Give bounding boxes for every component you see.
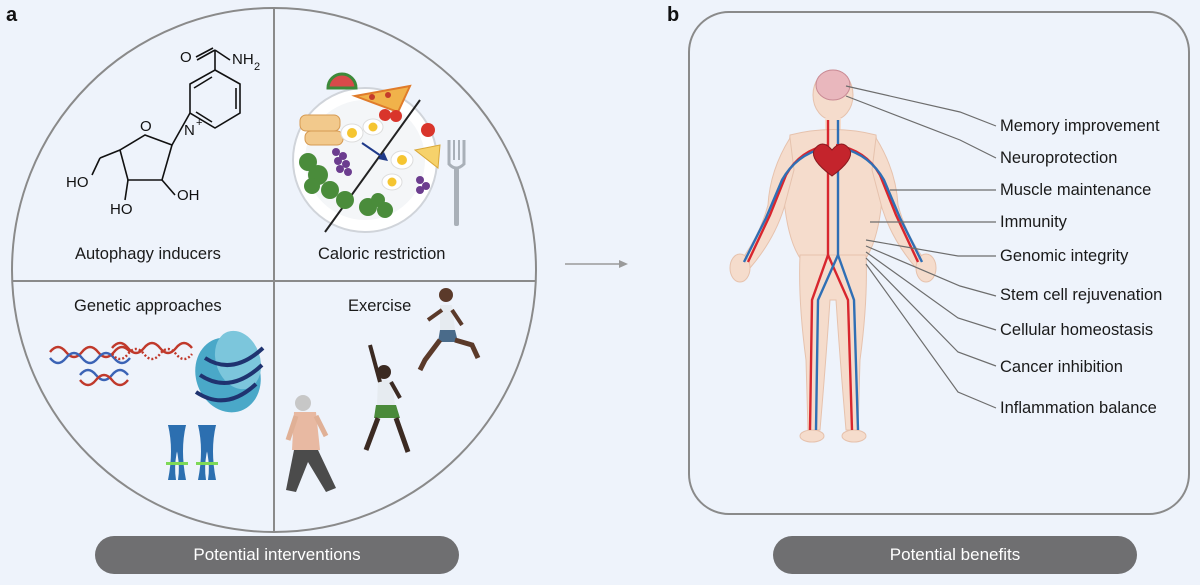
ring-oxygen: O [140, 118, 152, 135]
ring-charge: + [196, 117, 202, 129]
potential-benefits-pill: Potential benefits [773, 536, 1137, 574]
potential-interventions-pill: Potential interventions [95, 536, 459, 574]
amide-subscript: 2 [254, 61, 260, 73]
fork-icon [447, 140, 466, 226]
hydroxyl-bottom: HO [110, 201, 133, 218]
panel-letter-b: b [667, 4, 680, 26]
food-plate-illustration [292, 72, 466, 233]
benefit-genomic-integrity: Genomic integrity [1000, 247, 1129, 265]
interventions-circle [11, 7, 537, 533]
benefit-leader-lines [845, 85, 997, 409]
chromosomes-icon [166, 425, 218, 480]
benefit-muscle-maintenance: Muscle maintenance [1000, 181, 1152, 199]
benefit-cellular-homeostasis: Cellular homeostasis [1000, 321, 1154, 339]
benefit-immunity: Immunity [1000, 213, 1067, 231]
benefit-stem-cell-rejuvenation: Stem cell rejuvenation [1000, 286, 1163, 304]
benefit-cancer-inhibition: Cancer inhibition [1000, 358, 1123, 376]
label-autophagy-inducers: Autophagy inducers [75, 245, 221, 263]
benefit-inflammation-balance: Inflammation balance [1000, 399, 1157, 417]
human-body-illustration [729, 69, 937, 443]
panel-letter-a: a [6, 4, 18, 26]
label-exercise: Exercise [348, 297, 412, 315]
hydroxyl-right: OH [177, 187, 200, 204]
amide-oxygen: O [180, 49, 192, 66]
hydroxyl-left: HO [66, 174, 89, 191]
ring-nitrogen: N [184, 122, 195, 139]
label-genetic-approaches: Genetic approaches [74, 297, 222, 315]
flow-arrow [565, 260, 628, 268]
nicotinamide-riboside-molecule [91, 47, 241, 201]
benefit-neuroprotection: Neuroprotection [1000, 149, 1118, 167]
amide-nh2: NH [232, 51, 254, 68]
exercise-figures-illustration [285, 288, 481, 492]
heart-icon [812, 143, 852, 177]
label-caloric-restriction: Caloric restriction [318, 245, 446, 263]
nucleosome-illustration [194, 330, 265, 413]
benefit-memory-improvement: Memory improvement [1000, 117, 1160, 135]
dna-strands-illustration [49, 341, 193, 387]
